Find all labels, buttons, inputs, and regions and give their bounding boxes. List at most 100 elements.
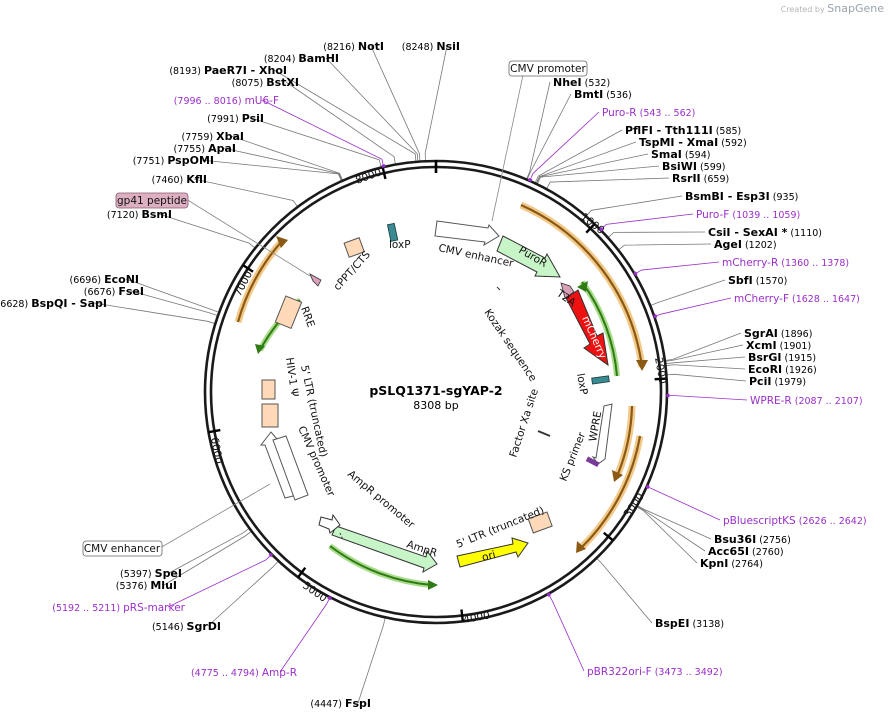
e-leader-16 [207, 560, 279, 627]
created-by-text: Created by [780, 5, 825, 14]
enzyme-label-4: (8075) BstXI [232, 76, 299, 89]
site-name: BamHI [298, 52, 339, 65]
site-position: (6628) [0, 299, 31, 310]
e-leader-20 [534, 129, 623, 184]
site-position: (935) [770, 192, 799, 203]
tick-label-4000: 4000 [462, 609, 490, 625]
label-kozak-sequence: Kozak sequence [482, 307, 539, 384]
site-name: Puro-F [696, 209, 729, 221]
p-leader-3 [634, 261, 720, 275]
site-position: (4447) [310, 699, 345, 710]
site-position: (3473 .. 3492) [652, 667, 723, 678]
e-leader-9 [193, 178, 299, 208]
site-name: TspMI - XmaI [639, 136, 718, 149]
site-position: (5376) [116, 581, 151, 592]
p-leader-9 [167, 554, 272, 608]
tick-mark-8000 [381, 166, 387, 180]
enzyme-label-20: PflFI - Tth111I (585) [625, 124, 741, 137]
enzyme-label-2: (8204) BamHI [264, 52, 339, 65]
site-position: (7755) [173, 144, 208, 155]
orf-arrow-3-head [576, 541, 586, 553]
e-leader-27 [617, 243, 712, 251]
site-name: PspOMI [167, 154, 214, 167]
label-loxp-left: loxP [389, 239, 411, 251]
enzyme-label-12: (6676) FseI [84, 285, 144, 298]
enzyme-label-10: (7120) BsmI [107, 208, 172, 221]
orf-arrow-2 [616, 405, 634, 475]
site-position: (1202) [742, 240, 777, 251]
site-position: (2760) [749, 547, 784, 558]
label-ori: ori [481, 549, 497, 564]
enzyme-label-14: (5397) SpeI [120, 567, 182, 580]
p-leader-6 [646, 486, 721, 521]
site-name: Bsu36I [714, 533, 756, 546]
site-name: PsiI [242, 112, 264, 125]
enzyme-label-23: BsiWI (599) [662, 160, 726, 173]
e-leader-14 [168, 527, 250, 574]
site-position: (3138) [689, 619, 724, 630]
ks-primer-feature [585, 456, 600, 468]
primer-label-5: WPRE-R (2087 .. 2107) [750, 395, 863, 407]
label-ampr-promoter: AmpR promoter [345, 468, 417, 531]
enzyme-label-35: Acc65I (2760) [708, 545, 784, 558]
site-position: (2756) [756, 535, 791, 546]
primer-site-mark-1 [527, 177, 533, 183]
site-position: (5192 .. 5211) [52, 603, 123, 614]
ampr-promoter-feature [318, 513, 341, 534]
site-name: pRS-marker [123, 602, 186, 614]
orf-arrow-5-head [577, 281, 588, 292]
ampr-dashed-mark [339, 532, 344, 541]
enzyme-label-31: BsrGI (1915) [748, 351, 816, 364]
site-position: (592) [718, 138, 747, 149]
e-leader-5 [250, 117, 382, 168]
tick-mark-5000 [297, 566, 307, 579]
e-leader-31 [665, 356, 746, 365]
primer-site-mark-6 [645, 484, 650, 490]
site-position: (7751) [133, 156, 168, 167]
site-position: (1896) [778, 329, 813, 340]
ori-feature [456, 537, 529, 568]
enzyme-label-17: (4447) FspI [310, 697, 371, 710]
site-name: FspI [345, 697, 371, 710]
site-position: (585) [713, 126, 742, 137]
mcherry-feature [565, 289, 609, 367]
enzyme-label-28: SbfI (1570) [728, 274, 787, 287]
e-leader-2 [325, 57, 419, 162]
e-leader-7 [222, 147, 343, 182]
site-name: EcoNI [104, 273, 139, 286]
puror-feature [496, 235, 561, 278]
boxed-label-gp41-peptide: gp41 peptide [115, 192, 311, 277]
site-name: SpeI [155, 567, 182, 580]
ampr-feature [331, 525, 438, 574]
enzyme-label-34: Bsu36I (2756) [714, 533, 791, 546]
e-leader-1 [424, 45, 448, 162]
site-name: PaeR7I - XhoI [204, 64, 287, 77]
site-name: ApaI [208, 142, 236, 155]
primer-site-mark-4 [653, 314, 658, 319]
primer-site-mark-3 [633, 271, 638, 276]
enzyme-label-21: TspMI - XmaI (592) [639, 136, 747, 149]
site-position: (536) [603, 90, 632, 101]
site-position: (7996 .. 8016) [174, 96, 245, 107]
boxed-label-gp41-peptide-text: gp41 peptide [117, 195, 187, 207]
e-leader-3 [273, 69, 417, 162]
site-name: mCherry-F [734, 293, 789, 305]
site-position: (6696) [70, 275, 105, 286]
p-leader-0 [261, 99, 385, 168]
site-name: BmtI [574, 88, 603, 101]
boxed-label-cmv-promoter: CMV promoter [491, 60, 588, 222]
orf-arrow-6-head [255, 344, 265, 354]
site-position: (599) [697, 162, 726, 173]
loxp-feature-left [386, 222, 399, 242]
enzyme-label-32: EcoRI (1926) [748, 363, 817, 376]
primer-label-6: pBluescriptKS (2626 .. 2642) [723, 515, 867, 527]
p-leader-2 [600, 213, 694, 231]
site-position: (532) [582, 78, 611, 89]
e-leader-28 [650, 279, 726, 306]
cmv-enhancer-feature [434, 220, 500, 247]
e-leader-26 [607, 231, 706, 239]
e-leader-22 [535, 153, 649, 185]
primer-site-mark-0 [381, 164, 386, 168]
orf-arrow-4-head [276, 236, 288, 248]
tick-label-8000: 8000 [354, 166, 383, 186]
